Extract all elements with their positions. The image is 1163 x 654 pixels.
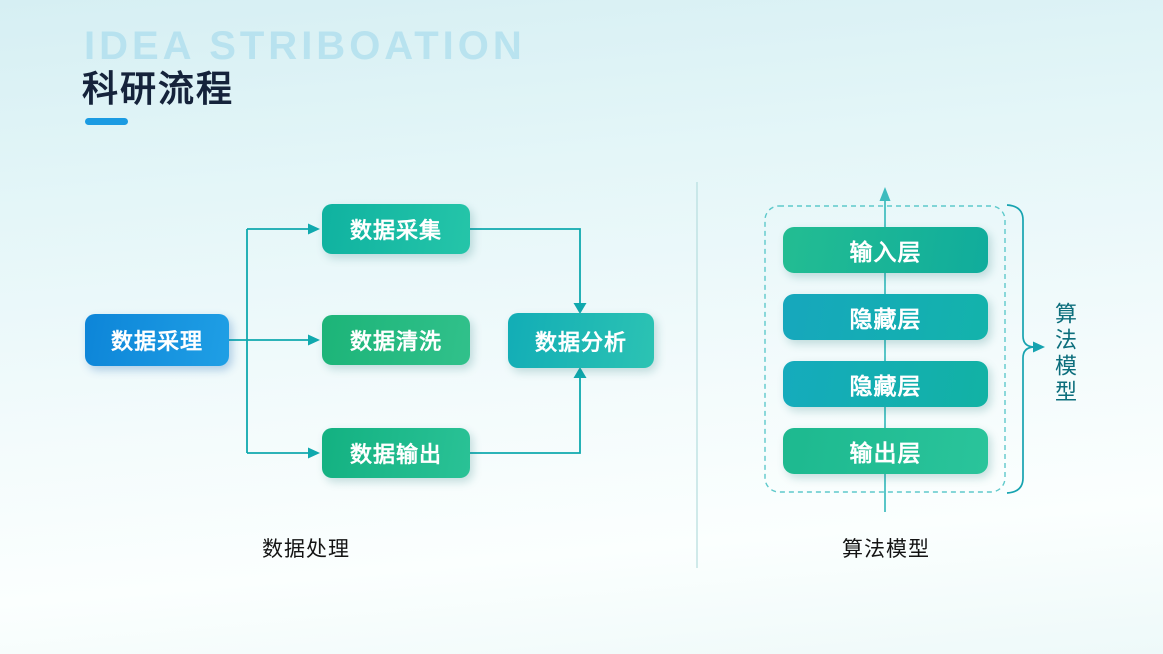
layer-hidden-1: 隐藏层 <box>783 294 988 340</box>
left-flow-lines <box>229 228 581 454</box>
node-data-output: 数据输出 <box>322 428 470 478</box>
arrow-up-icon <box>573 367 587 378</box>
layer-output: 输出层 <box>783 428 988 474</box>
layer-input: 输入层 <box>783 227 988 273</box>
node-data-cleaning: 数据清洗 <box>322 315 470 365</box>
arrow-up-icon <box>879 187 891 201</box>
arrow-down-icon <box>573 303 587 314</box>
node-data-acquisition: 数据采理 <box>85 314 229 366</box>
arrow-right-icon <box>308 334 320 346</box>
caption-data-processing: 数据处理 <box>262 538 350 561</box>
arrow-right-icon <box>1033 341 1045 353</box>
layer-hidden-2: 隐藏层 <box>783 361 988 407</box>
arrow-right-icon <box>308 223 320 235</box>
model-dashed-container <box>764 205 1006 493</box>
page-title: 科研流程 <box>82 68 235 109</box>
left-flow-arrowheads <box>308 223 587 459</box>
caption-algorithm-model: 算法模型 <box>842 538 930 561</box>
title-underline-bar <box>85 118 128 125</box>
node-data-analysis: 数据分析 <box>508 313 654 368</box>
arrow-right-icon <box>308 447 320 459</box>
model-bracket <box>1006 204 1034 494</box>
node-data-collection: 数据采集 <box>322 204 470 254</box>
model-bracket-label: 算法模型 <box>1052 302 1077 406</box>
background-watermark-text: IDEA STRIBOATION <box>84 24 526 68</box>
